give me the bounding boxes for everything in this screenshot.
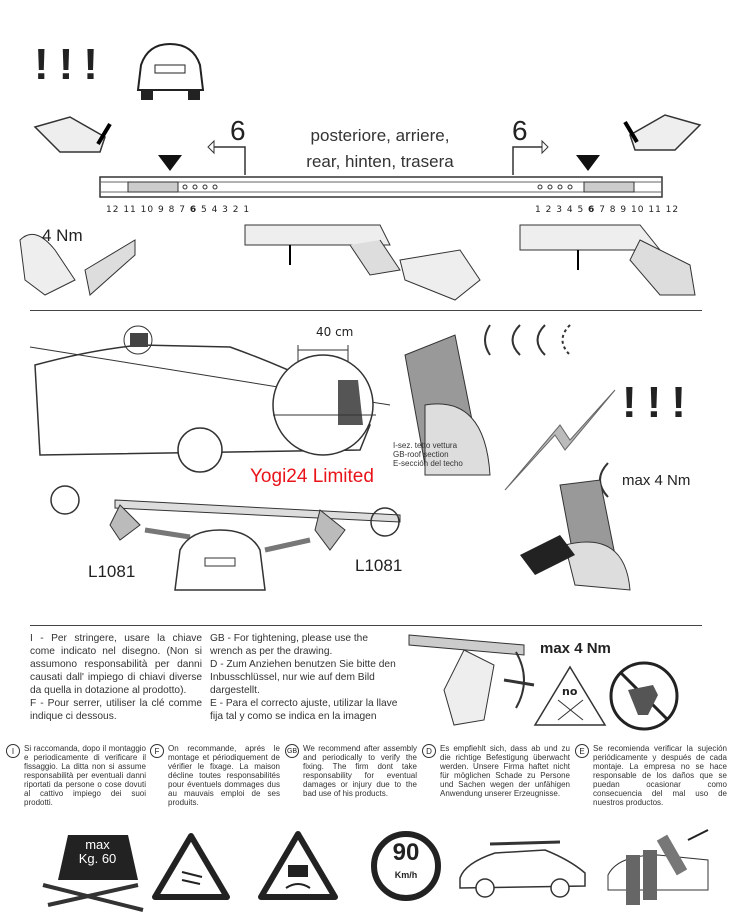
clamp-assembly-left — [244, 224, 481, 301]
wind-warning-triangle-icon — [152, 833, 230, 900]
no-label: no — [562, 685, 578, 698]
warning-exclamation-middle: !!! — [622, 378, 696, 427]
arrow-left-icon — [207, 139, 246, 175]
rear-label-line2: rear, hinten, trasera — [306, 152, 454, 171]
car-with-roof-bars-icon — [459, 840, 586, 898]
tightening-text-it: I - Per stringere, usare la chiave come … — [30, 633, 202, 722]
car-rear-illustration — [136, 42, 205, 100]
roof-section-illustration — [404, 324, 571, 476]
position-right-number: 6 — [512, 115, 528, 146]
warning-exclamation: !!! — [34, 40, 108, 89]
section-arrow-diagonal — [504, 389, 616, 491]
speed-limit-unit: Km/h — [394, 870, 418, 880]
tightening-text-gb-de-es: GB - For tightening, please use the wren… — [210, 633, 398, 722]
watermark: Yogi24 Limited — [250, 466, 374, 487]
model-label-left: L1081 — [88, 562, 136, 581]
no-drill-icon — [609, 661, 679, 731]
torque-label-top: 4 Nm — [42, 226, 83, 245]
no-wrench-triangle-icon — [533, 665, 607, 726]
torque-label-bottom: max 4 Nm — [540, 640, 611, 657]
scale-right: 1 2 3 4 5 6 7 8 9 10 11 12 — [535, 205, 680, 215]
magnifier-detail — [272, 345, 376, 456]
arrow-right-icon — [512, 139, 549, 175]
max-load-weight-icon — [42, 835, 144, 912]
scale-left: 12 11 10 9 8 7 6 5 4 3 2 1 — [106, 205, 251, 215]
hand-tighten-illustration — [520, 479, 631, 591]
model-label-right: L1081 — [355, 556, 403, 575]
speed-limit-value: 90 — [392, 839, 420, 866]
marker-triangle-left — [158, 155, 182, 171]
hand-wrench-illustration — [19, 233, 136, 296]
torque-label-middle: max 4 Nm — [622, 472, 691, 489]
car-wash-icon — [607, 829, 709, 905]
clamp-assembly-right — [519, 224, 696, 296]
rail-bar — [99, 176, 663, 198]
foot-right-illustration — [623, 114, 702, 151]
foot-left-illustration — [33, 116, 112, 153]
foot-wrench-illustration — [408, 634, 535, 726]
crossbar-illustration — [50, 485, 401, 591]
speed-limit-icon — [371, 831, 441, 901]
marker-triangle-right — [576, 155, 600, 171]
section-divider — [30, 310, 702, 311]
section-divider — [30, 625, 702, 626]
slippery-road-triangle-icon — [258, 831, 338, 900]
rear-label-line1: posteriore, arriere, — [310, 126, 450, 145]
position-left-number: 6 — [230, 115, 246, 146]
distance-label: 40 cm — [316, 325, 354, 339]
